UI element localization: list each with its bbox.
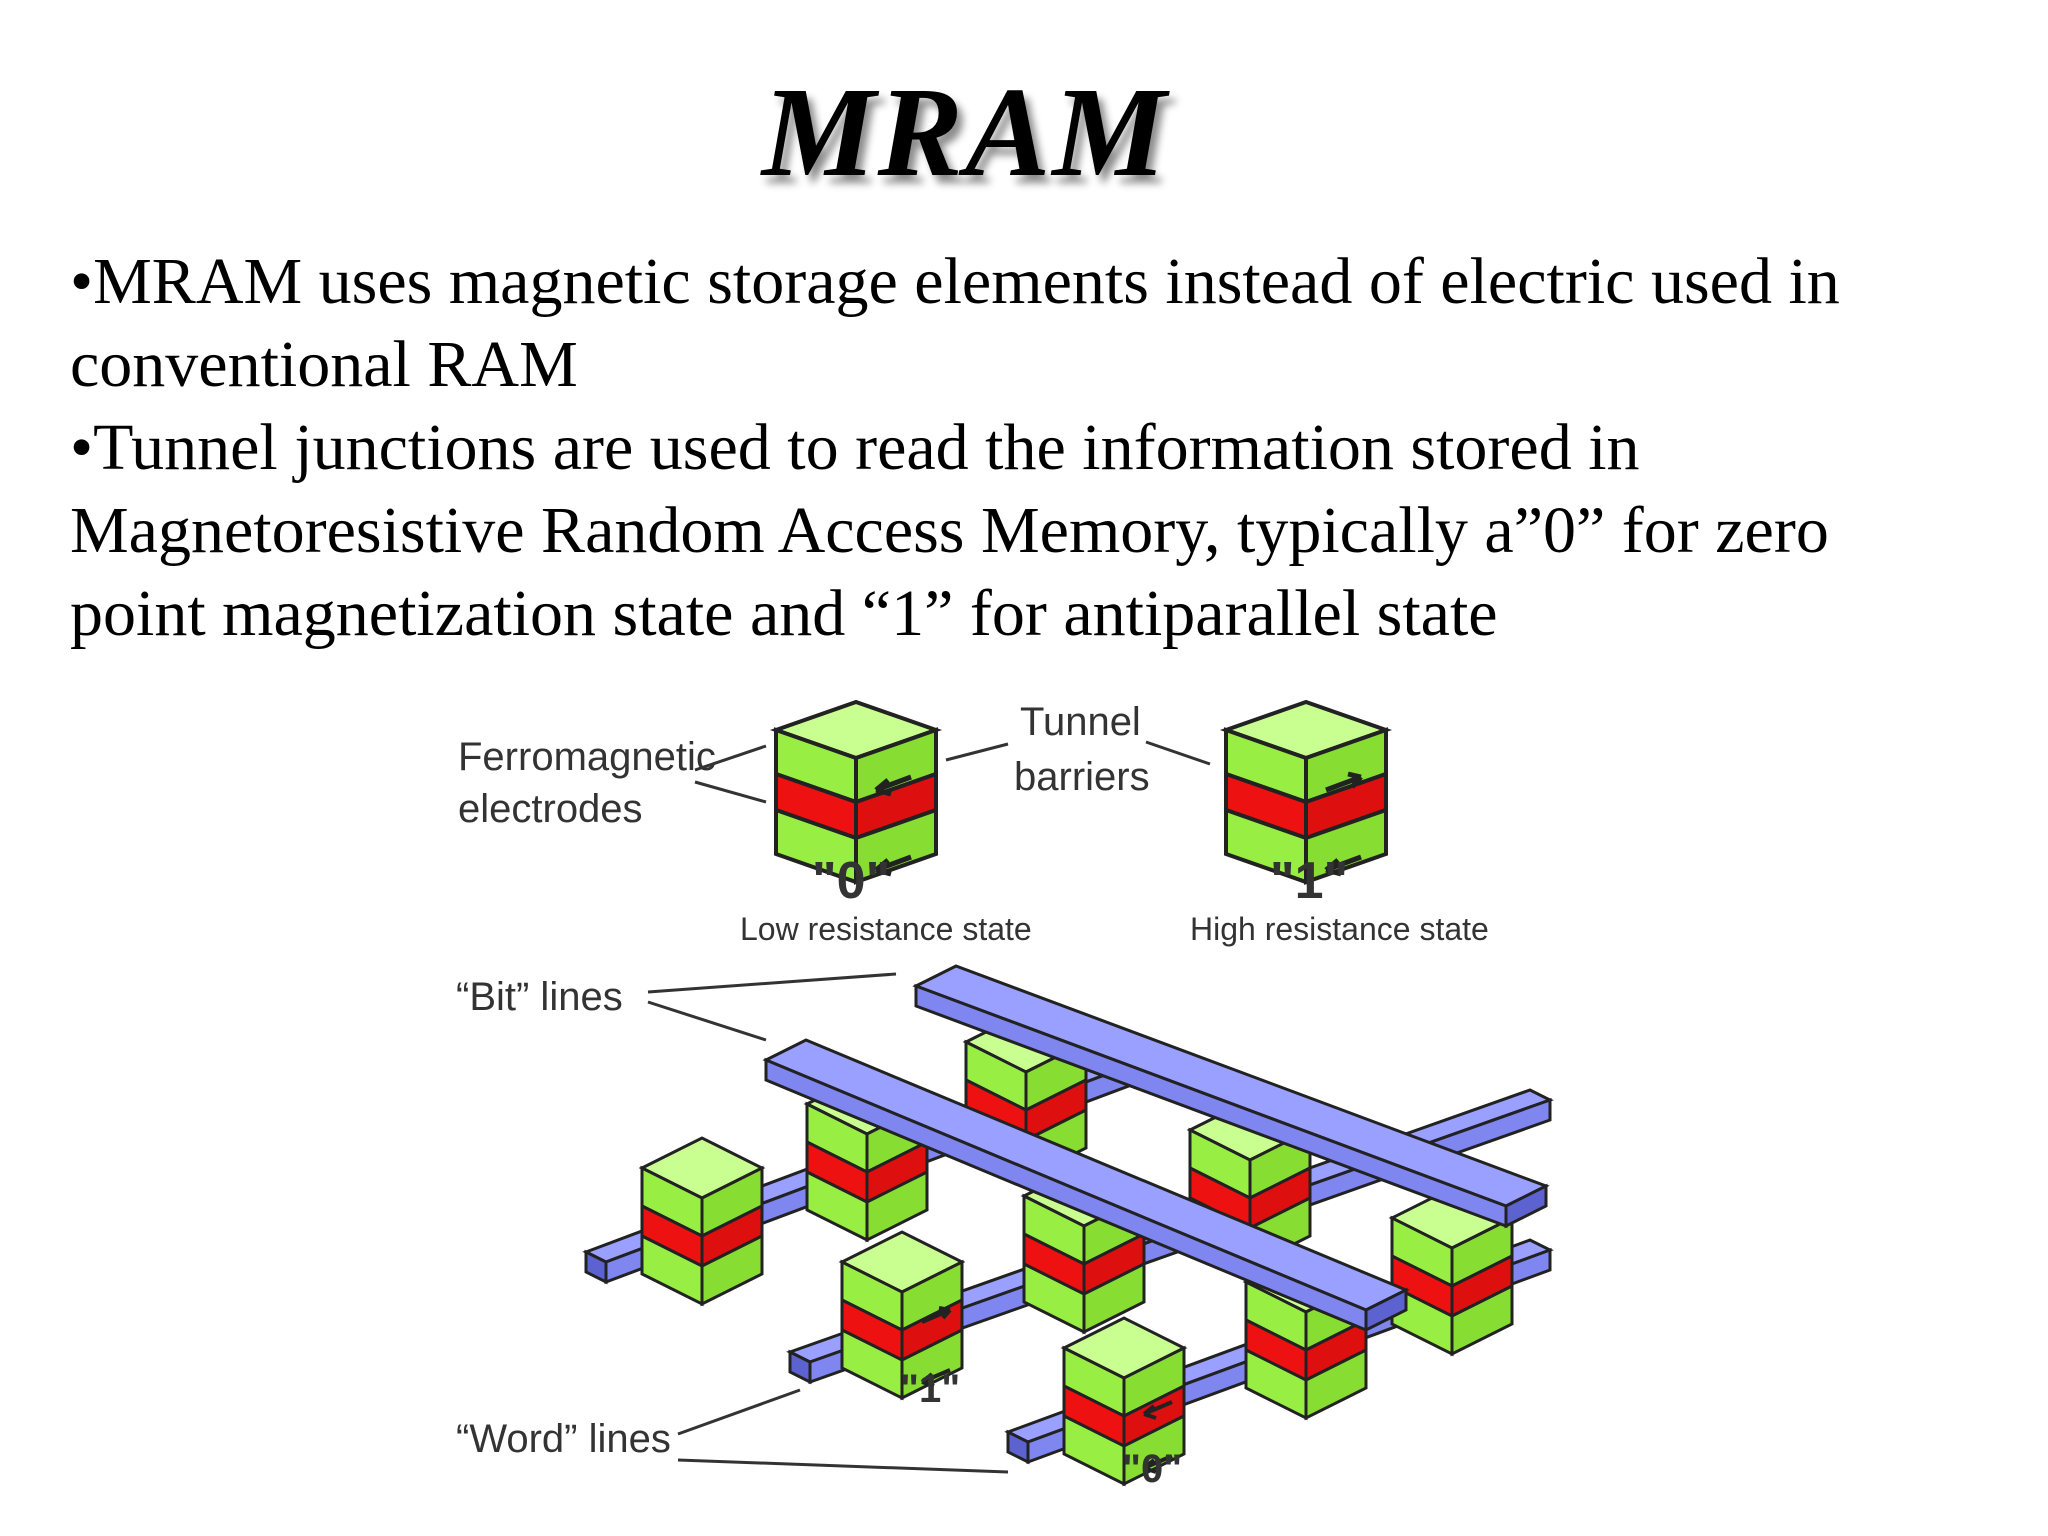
bit-line [762,1038,1410,1333]
word-lines-label: “Word” lines [456,1417,671,1461]
bit-line [912,964,1550,1229]
array-one-label: "1" [900,1367,960,1411]
state-one-desc: High resistance state [1190,911,1489,947]
bullet-item: •MRAM uses magnetic storage elements ins… [70,245,1840,401]
arrow-left-icon [1142,1400,1173,1420]
barriers-label: barriers [1014,755,1150,799]
leader-lines-bottom [647,972,1009,1474]
tunnel-label: Tunnel [1020,700,1141,744]
mtj-cell-zero [774,700,938,884]
arrow-left-icon [1324,854,1362,877]
arrow-left-icon [1142,1454,1173,1474]
bit-lines-label: “Bit” lines [456,975,623,1019]
arrow-left-icon [874,854,912,877]
array-cell [1062,1316,1186,1486]
array-zero-label: "0" [1122,1447,1182,1491]
electrodes-label: electrodes [458,787,643,831]
ferromagnetic-label: Ferromagnetic [458,735,716,779]
bullet-item: •Tunnel junctions are used to read the i… [70,411,1829,650]
leader-lines-top [694,740,1211,804]
arrow-right-icon [921,1306,952,1324]
arrow-left-icon [874,774,912,797]
arrow-right-icon [1325,771,1363,793]
slide-title: MRAM [761,61,1169,203]
state-zero-value: "0" [812,852,890,910]
state-zero-desc: Low resistance state [740,911,1032,947]
arrow-left-icon [920,1368,951,1388]
array-cell [640,1136,764,1306]
bullet-list: •MRAM uses magnetic storage elements ins… [70,240,1970,655]
array-cell [840,1230,964,1400]
state-one-value: "1" [1270,852,1348,910]
mtj-cell-one [1224,700,1388,884]
